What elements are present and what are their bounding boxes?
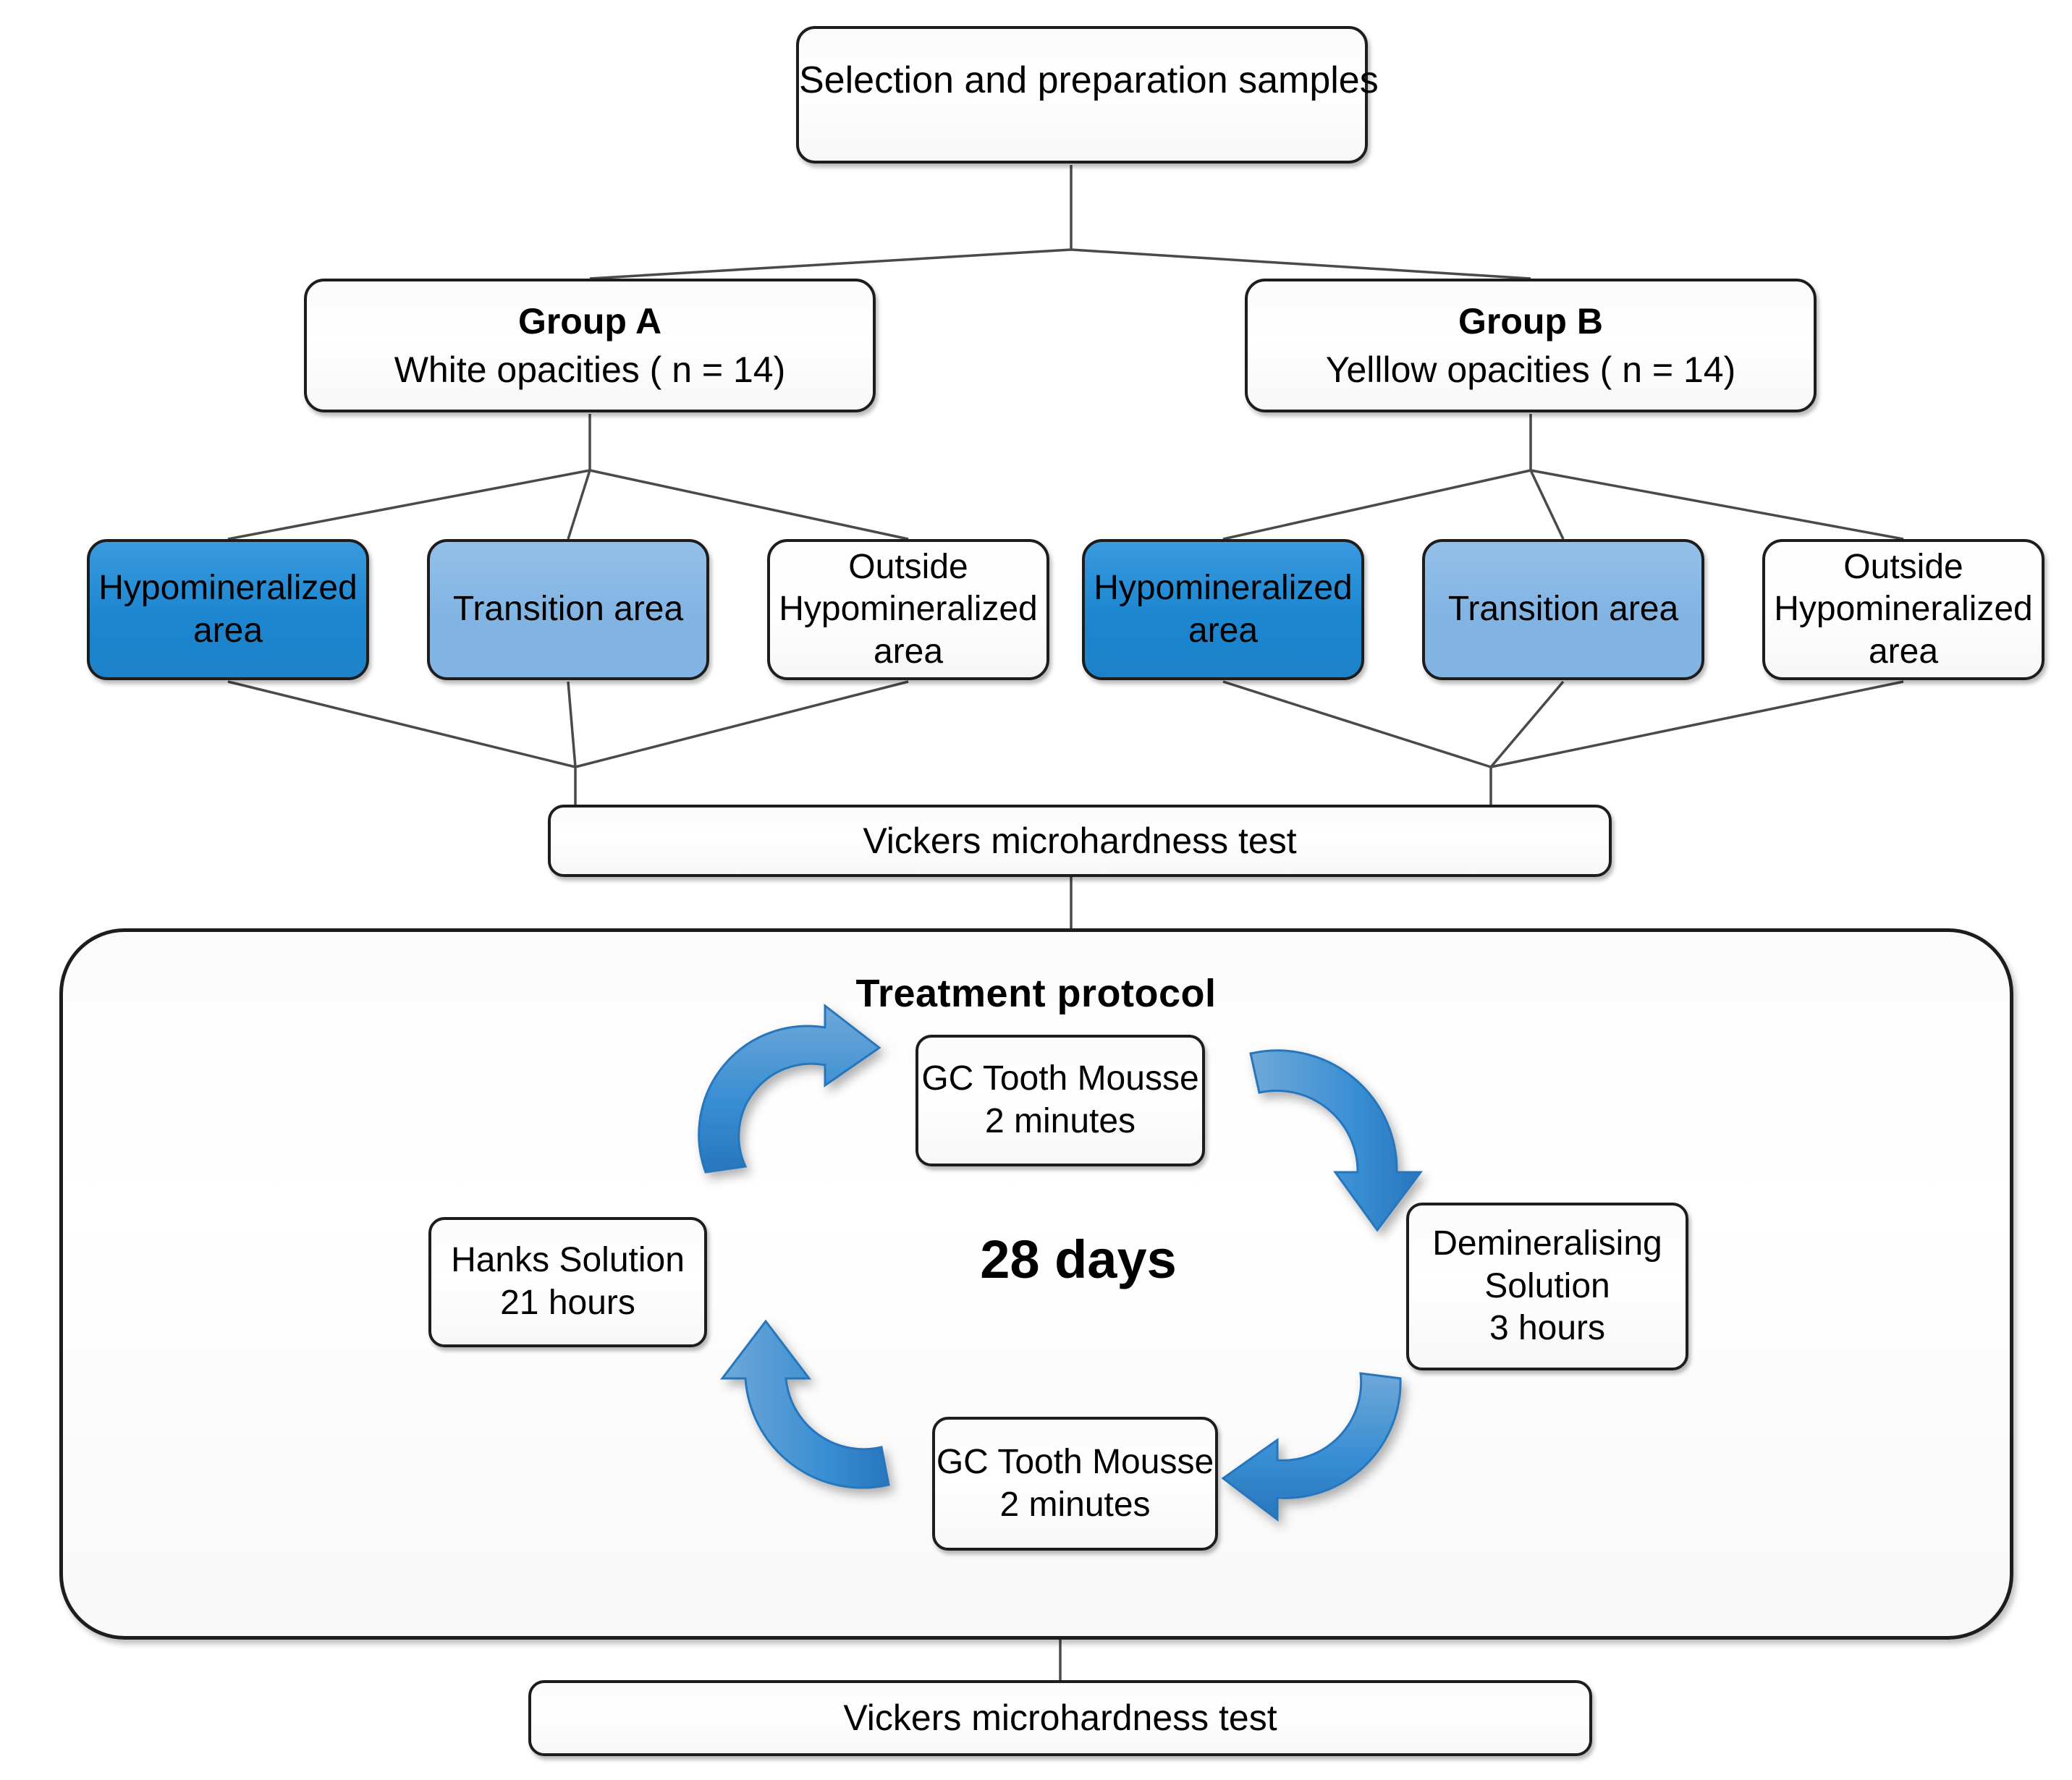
node-tooth-mousse-bottom[interactable]: GC Tooth Mousse 2 minutes [932, 1417, 1218, 1551]
node-b-outside-hypomineralized-area[interactable]: Outside Hypomineralized area [1762, 539, 2044, 680]
node-group-a[interactable]: Group A White opacities ( n = 14) [304, 279, 876, 412]
node-a-outside-hypomineralized-area[interactable]: Outside Hypomineralized area [767, 539, 1049, 680]
node-b-transition-area-line1: Transition area [1447, 590, 1679, 629]
protocol-title: Treatment protocol [855, 972, 1217, 1015]
node-b-hypomineralized-area[interactable]: Hypomineralized area [1082, 539, 1364, 680]
node-group-a-subtitle: White opacities ( n = 14) [394, 349, 786, 390]
node-vickers-test-bottom-label: Vickers microhardness test [843, 1698, 1277, 1738]
node-tooth-mousse-top-line1: GC Tooth Mousse [921, 1059, 1199, 1098]
node-b-hypomineralized-area-line2: area [1188, 611, 1259, 650]
node-selection-preparation-label: Selection and preparation samples [799, 59, 1379, 101]
node-tooth-mousse-top[interactable]: GC Tooth Mousse 2 minutes [916, 1035, 1205, 1166]
protocol-duration-label: 28 days [980, 1229, 1177, 1289]
node-b-outside-line1: Outside [1843, 547, 1963, 586]
node-b-hypomineralized-area-line1: Hypomineralized [1094, 568, 1353, 607]
node-vickers-test-bottom[interactable]: Vickers microhardness test [528, 1680, 1592, 1756]
node-b-outside-line3: area [1868, 632, 1939, 671]
node-a-hypomineralized-area[interactable]: Hypomineralized area [87, 539, 369, 680]
node-a-transition-area[interactable]: Transition area [427, 539, 709, 680]
node-demineralising-solution-line3: 3 hours [1489, 1309, 1606, 1348]
node-demineralising-solution[interactable]: Demineralising Solution 3 hours [1406, 1203, 1688, 1370]
node-vickers-test-top[interactable]: Vickers microhardness test [548, 805, 1612, 877]
node-demineralising-solution-line1: Demineralising [1432, 1224, 1662, 1263]
node-b-transition-area[interactable]: Transition area [1422, 539, 1704, 680]
node-tooth-mousse-bottom-line1: GC Tooth Mousse [936, 1442, 1214, 1481]
node-group-b[interactable]: Group B Yelllow opacities ( n = 14) [1245, 279, 1817, 412]
node-a-outside-line3: area [873, 632, 944, 671]
node-tooth-mousse-bottom-line2: 2 minutes [999, 1485, 1151, 1524]
node-group-a-heading: Group A [517, 300, 662, 342]
node-tooth-mousse-top-line2: 2 minutes [984, 1102, 1136, 1140]
node-group-b-heading: Group B [1458, 300, 1603, 342]
node-selection-preparation[interactable]: Selection and preparation samples [796, 26, 1379, 164]
node-b-outside-line2: Hypomineralized [1774, 590, 2033, 629]
node-a-hypomineralized-area-line1: Hypomineralized [98, 568, 358, 607]
node-vickers-test-top-label: Vickers microhardness test [863, 820, 1297, 861]
node-group-b-subtitle: Yelllow opacities ( n = 14) [1325, 349, 1736, 390]
node-demineralising-solution-line2: Solution [1484, 1266, 1610, 1305]
node-a-hypomineralized-area-line2: area [193, 611, 263, 650]
node-hanks-solution-line2: 21 hours [500, 1284, 635, 1322]
node-a-transition-area-line1: Transition area [452, 590, 684, 629]
node-a-outside-line2: Hypomineralized [779, 590, 1038, 629]
node-hanks-solution-line1: Hanks Solution [451, 1241, 685, 1280]
node-hanks-solution[interactable]: Hanks Solution 21 hours [428, 1217, 707, 1347]
node-a-outside-line1: Outside [848, 547, 968, 586]
